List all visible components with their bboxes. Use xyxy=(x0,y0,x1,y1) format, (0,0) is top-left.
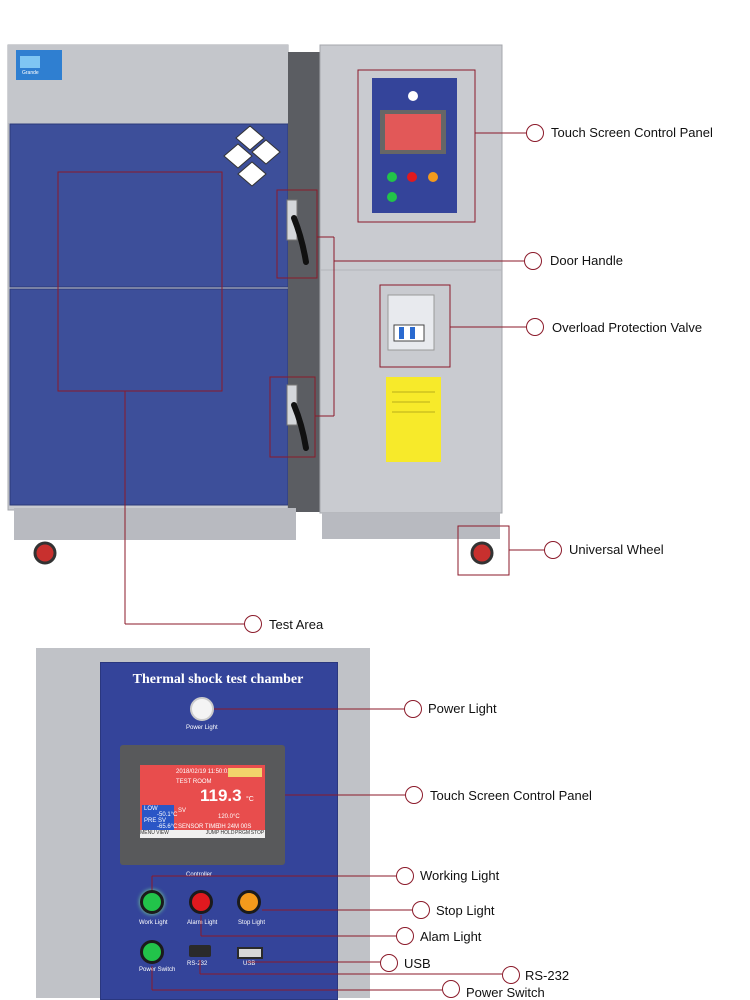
usb-port[interactable] xyxy=(237,947,263,959)
brand-logo-text: Grande xyxy=(22,70,39,76)
screen-unit: °C xyxy=(246,796,254,803)
callout-touch-screen-bottom: Touch Screen Control Panel xyxy=(430,788,592,803)
breaker-housing xyxy=(387,294,435,351)
closeup-figure xyxy=(36,648,370,1000)
alarm-light-lamp xyxy=(189,890,213,914)
screen-button-bar: MENU VIEW JUMP HOLD PRGM STOP xyxy=(140,830,265,838)
upper-handle xyxy=(291,215,309,265)
panel-title: Thermal shock test chamber xyxy=(132,672,304,687)
breaker-switch xyxy=(393,324,425,342)
alarm-light-label: Alarm Light xyxy=(187,920,218,926)
mini-screen xyxy=(385,114,441,150)
callout-dot-alam-light xyxy=(396,927,414,945)
callout-dot-test-area xyxy=(244,615,262,633)
warning-sticker-3 xyxy=(223,143,253,169)
warning-sticker-2 xyxy=(251,139,281,165)
warning-sticker-4 xyxy=(237,161,267,187)
screen-low-label: LOW xyxy=(144,806,158,812)
screen-main-temp: 119.3 xyxy=(200,786,242,805)
power-light-lamp xyxy=(190,697,214,721)
left-base xyxy=(14,508,296,540)
callout-dot-power-switch xyxy=(442,980,460,998)
screen-low-value: -50.1°C xyxy=(157,812,178,818)
callout-dot-touch-screen xyxy=(526,124,544,142)
rs232-port[interactable] xyxy=(189,945,211,957)
mini-alarm-light xyxy=(407,172,417,182)
upper-door xyxy=(9,123,289,288)
screen-blue-box xyxy=(142,805,174,831)
screen-sv-value: 120.0°C xyxy=(218,814,240,820)
lower-handle xyxy=(291,402,309,451)
screen-status-bar xyxy=(228,768,262,777)
screen-sensor-label: SENSOR TIME xyxy=(178,824,220,830)
work-light-lamp xyxy=(140,890,164,914)
callout-dot-universal-wheel xyxy=(544,541,562,559)
screen-btn-menu[interactable]: MENU xyxy=(140,830,155,836)
callout-touch-screen-top: Touch Screen Control Panel xyxy=(551,125,713,140)
screen-pre-label: PRE SV xyxy=(144,818,167,824)
screen-sensor-value: 0H 24M 00S xyxy=(218,824,252,830)
callout-dot-overload-valve xyxy=(526,318,544,336)
callout-power-light: Power Light xyxy=(428,701,497,716)
callout-dot-power-light xyxy=(404,700,422,718)
stop-light-label: Stop Light xyxy=(238,920,266,926)
mini-power-light xyxy=(408,91,418,101)
brand-logo-mark xyxy=(20,56,40,68)
callout-dot-working-light xyxy=(396,867,414,885)
screen-datetime: 2018/02/19 11:50:01 xyxy=(176,769,231,775)
work-light-label: Work Light xyxy=(139,920,168,926)
screen-btn-stop[interactable]: STOP xyxy=(250,830,265,836)
callout-universal-wheel: Universal Wheel xyxy=(569,542,664,557)
callout-dot-door-handle xyxy=(524,252,542,270)
machine-figure: Grande xyxy=(7,44,544,625)
mini-power-switch xyxy=(387,192,397,202)
rs232-port-label: RS-232 xyxy=(187,961,208,967)
power-switch-button[interactable] xyxy=(140,940,164,964)
mini-work-light xyxy=(387,172,397,182)
screen-mode: TEST ROOM xyxy=(176,779,212,785)
callout-alam-light: Alam Light xyxy=(420,929,482,944)
screen-btn-jump[interactable]: JUMP xyxy=(205,830,220,836)
leader-lines xyxy=(57,69,544,625)
bottom-leader-lines xyxy=(151,708,502,991)
breaker-toggle-2 xyxy=(410,327,415,339)
screen-sv-label: SV xyxy=(178,808,187,814)
right-wheel xyxy=(470,541,494,565)
mini-stop-light xyxy=(428,172,438,182)
callout-dot-usb xyxy=(380,954,398,972)
callout-stop-light: Stop Light xyxy=(436,903,495,918)
screen-pre-value: -65.6°C xyxy=(157,824,178,830)
callout-test-area: Test Area xyxy=(269,617,324,632)
breaker-toggle-1 xyxy=(399,327,404,339)
screen-btn-hold[interactable]: HOLD xyxy=(220,830,235,836)
callout-working-light: Working Light xyxy=(420,868,500,883)
usb-port-label: USB xyxy=(243,961,256,967)
controller-label: Controller xyxy=(186,872,213,878)
callout-rs232: RS-232 xyxy=(525,968,570,983)
callout-power-switch: Power Switch xyxy=(466,985,545,1000)
screen-btn-view[interactable]: VIEW xyxy=(156,830,169,836)
stop-light-lamp xyxy=(237,890,261,914)
lower-door xyxy=(9,288,289,506)
power-switch-label: Power Switch xyxy=(139,967,176,973)
callout-usb: USB xyxy=(404,956,431,971)
left-wheel xyxy=(33,541,57,565)
callout-door-handle: Door Handle xyxy=(550,253,623,268)
callout-overload-valve: Overload Protection Valve xyxy=(552,320,703,335)
warning-sticker-1 xyxy=(235,125,265,151)
power-light-label: Power Light xyxy=(186,725,218,731)
callout-dot-touch-screen-bottom xyxy=(405,786,423,804)
yellow-info-label xyxy=(386,377,441,462)
callout-dot-rs232 xyxy=(502,966,520,984)
machine-drawing xyxy=(7,44,544,625)
callout-dot-stop-light xyxy=(412,901,430,919)
screen-btn-prgm[interactable]: PRGM xyxy=(235,830,250,836)
